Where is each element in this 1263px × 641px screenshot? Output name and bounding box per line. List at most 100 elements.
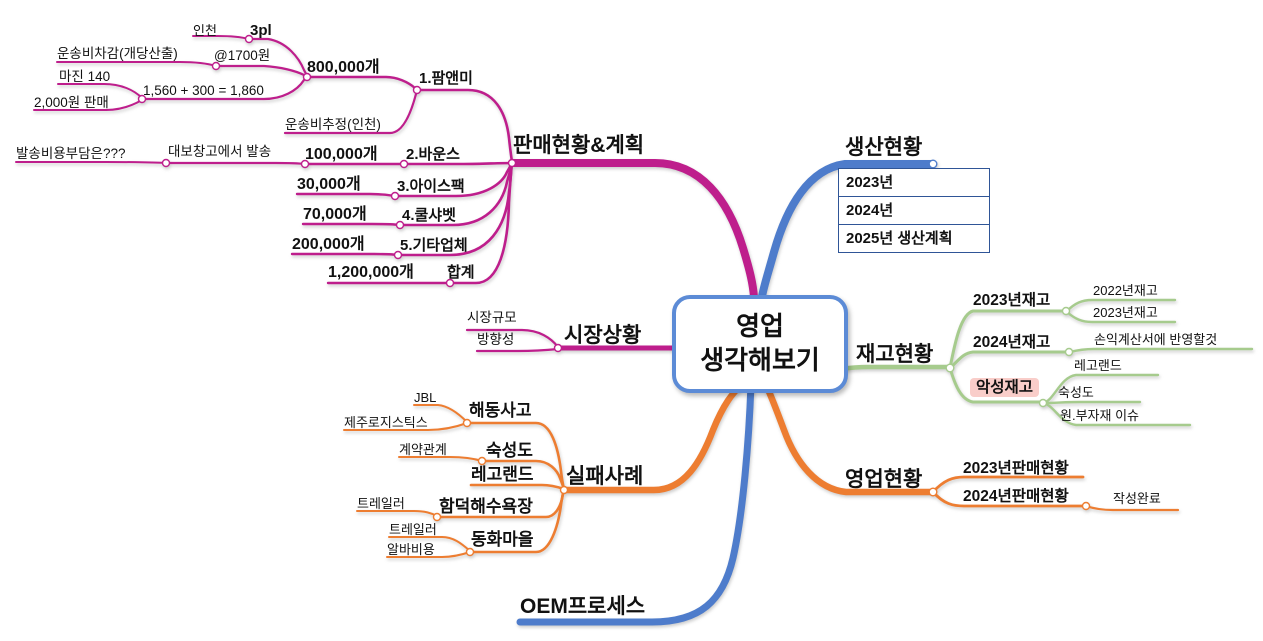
node-aging-green[interactable]: 숙성도 — [1058, 385, 1094, 400]
node-inventory[interactable]: 재고현황 — [856, 343, 934, 366]
node-unit-cost[interactable]: @1700원 — [214, 48, 271, 63]
node-warehouse[interactable]: 대보창고에서 발송 — [168, 144, 272, 159]
node-lego-fail[interactable]: 레고랜드 — [471, 465, 534, 484]
edge-failures — [560, 381, 745, 494]
edge-formula — [140, 78, 306, 101]
blue-branch-group — [516, 160, 937, 626]
edge-inventory — [838, 364, 952, 372]
edge-freight-deduct — [56, 61, 217, 67]
node-qty-100k[interactable]: 100,000개 — [305, 146, 378, 163]
edge-inv-note — [1068, 347, 1254, 354]
edge-aging-green — [1041, 400, 1142, 405]
edge-bounce — [402, 161, 514, 166]
node-bounce[interactable]: 2.바운스 — [406, 146, 460, 163]
node-qty-30k[interactable]: 30,000개 — [297, 176, 361, 193]
node-sales-status[interactable]: 영업현황 — [845, 468, 923, 491]
node-contract[interactable]: 계약관계 — [399, 442, 447, 457]
node-others[interactable]: 5.기타업체 — [400, 237, 468, 254]
root-title-line2: 생각해보기 — [700, 345, 820, 375]
edge-qty-30k — [295, 192, 397, 198]
node-inv-2023[interactable]: 2023년재고 — [973, 292, 1051, 309]
node-done[interactable]: 작성완료 — [1113, 491, 1161, 506]
node-inv-note[interactable]: 손익계산서에 반영할것 — [1094, 332, 1218, 347]
edge-margin — [57, 83, 143, 99]
node-coolsorbet[interactable]: 4.쿨샤벳 — [402, 207, 456, 224]
production-table: 2023년 2024년 2025년 생산계획 — [838, 168, 990, 253]
edge-lego-green — [1041, 373, 1160, 405]
production-row-2024[interactable]: 2024년 — [839, 197, 989, 225]
node-market[interactable]: 시장상황 — [564, 324, 642, 347]
root-title-line1: 영업 — [736, 311, 784, 342]
node-sell-price[interactable]: 2,000원 판매 — [34, 95, 109, 110]
node-qty-800k[interactable]: 800,000개 — [307, 59, 380, 76]
node-total[interactable]: 합계 — [447, 264, 475, 281]
production-row-2025[interactable]: 2025년 생산계획 — [846, 230, 953, 247]
node-sales-2023[interactable]: 2023년판매현황 — [963, 460, 1069, 477]
node-freight-estimate[interactable]: 운송비추정(인천) — [285, 117, 381, 132]
node-direction[interactable]: 방향성 — [477, 332, 515, 347]
node-production[interactable]: 생산현황 — [845, 136, 923, 159]
edge-market-size — [465, 328, 560, 349]
node-margin[interactable]: 마진 140 — [59, 69, 111, 84]
node-materials[interactable]: 원.부자재 이슈 — [1060, 408, 1139, 423]
node-market-size[interactable]: 시장규모 — [467, 310, 517, 325]
edge-inv-2024 — [948, 350, 1070, 370]
node-aging-fail[interactable]: 숙성도 — [486, 441, 533, 460]
edge-sales-status — [762, 381, 937, 496]
node-qty-70k[interactable]: 70,000개 — [303, 206, 367, 223]
node-sales-2024[interactable]: 2024년판매현황 — [963, 488, 1069, 505]
junction-dots — [137, 34, 1091, 557]
node-qty-200k[interactable]: 200,000개 — [292, 236, 365, 253]
edge-warehouse — [164, 161, 307, 166]
node-formula[interactable]: 1,560 + 300 = 1,860 — [143, 83, 264, 98]
edge-qty-70k — [301, 222, 402, 227]
node-freight-deduct[interactable]: 운송비차감(개당산출) — [57, 46, 178, 61]
edge-lego-fail — [469, 483, 566, 491]
edge-materials — [1041, 401, 1192, 427]
edge-qty-800k — [305, 75, 417, 90]
node-donghwa[interactable]: 동화마을 — [471, 530, 534, 549]
edge-sales-plan — [509, 159, 758, 301]
node-failures[interactable]: 실패사례 — [566, 465, 644, 488]
node-trailer1[interactable]: 트레일러 — [357, 496, 405, 511]
node-thaw[interactable]: 해동사고 — [469, 401, 532, 420]
edge-freight-estimate — [283, 92, 418, 135]
edge-sales-2024 — [931, 490, 1085, 508]
node-lego-green[interactable]: 레고랜드 — [1074, 358, 1122, 373]
green-branch-group — [838, 298, 1254, 427]
production-row-2023[interactable]: 2023년 — [839, 169, 989, 197]
node-hamdeok[interactable]: 함덕해수욕장 — [439, 497, 533, 516]
edge-trailer2 — [388, 536, 471, 552]
node-sales-plan[interactable]: 판매현황&계획 — [513, 134, 645, 157]
magenta-branch-group — [15, 35, 758, 353]
node-inv-c2023[interactable]: 2023년재고 — [1093, 305, 1158, 320]
edge-sales-2023 — [931, 475, 1085, 494]
node-inv-c2022[interactable]: 2022년재고 — [1093, 283, 1158, 298]
node-incheon[interactable]: 인천 — [193, 23, 217, 38]
edge-inv-2023 — [948, 309, 1067, 370]
edge-jbl — [413, 404, 468, 423]
edge-direction — [475, 347, 560, 353]
node-labor[interactable]: 알바비용 — [387, 542, 435, 557]
edge-done — [1084, 504, 1180, 512]
edge-qty-200k — [290, 252, 400, 257]
edge-trailer1 — [356, 510, 438, 517]
node-pamenmi[interactable]: 1.팜앤미 — [419, 70, 473, 87]
edge-contract — [398, 456, 483, 462]
node-trailer2[interactable]: 트레일러 — [389, 522, 437, 537]
node-qty-1200k[interactable]: 1,200,000개 — [328, 264, 414, 281]
edge-bad-stock — [948, 366, 1043, 404]
node-icepack[interactable]: 3.아이스팩 — [397, 178, 465, 195]
edge-production — [758, 160, 937, 301]
node-inv-2024[interactable]: 2024년재고 — [973, 334, 1051, 351]
edge-cost-question — [15, 161, 167, 164]
node-jbl[interactable]: JBL — [414, 390, 437, 405]
node-3pl[interactable]: 3pl — [250, 22, 272, 39]
node-oem[interactable]: OEM프로세스 — [520, 595, 646, 618]
node-jeju[interactable]: 제주로지스틱스 — [344, 415, 428, 430]
node-bad-stock[interactable]: 악성재고 — [970, 378, 1040, 398]
root-node[interactable]: 영업 생각해보기 — [672, 295, 848, 393]
node-cost-question[interactable]: 발송비용부담은??? — [16, 146, 126, 161]
